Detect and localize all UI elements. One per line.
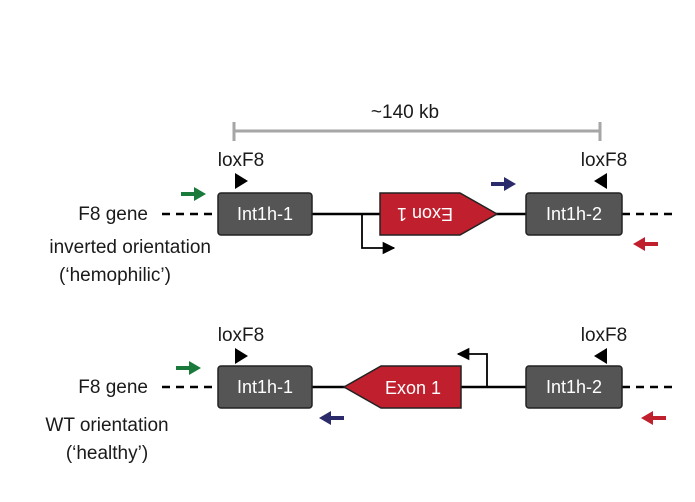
phenotype-label: (‘hemophilic’) bbox=[59, 265, 171, 286]
transcription-start-arrow bbox=[456, 347, 488, 387]
red-primer-arrow bbox=[633, 237, 658, 251]
loxf8-right-label: loxF8 bbox=[581, 325, 627, 346]
int1h-2-label: Int1h-2 bbox=[546, 377, 602, 397]
gene-label: F8 gene bbox=[78, 204, 148, 225]
phenotype-label: (‘healthy’) bbox=[66, 443, 148, 464]
exon-1-box-inverted bbox=[379, 192, 499, 236]
int1h-1-box bbox=[217, 192, 313, 236]
scale-bar-label: ~140 kb bbox=[371, 102, 439, 123]
panel-wt: loxF8 loxF8 F8 gene WT orientation (‘hea… bbox=[45, 325, 672, 464]
exon-1-label: Exon 1 bbox=[385, 378, 441, 398]
int1h-1-label: Int1h-1 bbox=[237, 377, 293, 397]
int1h-1-label: Int1h-1 bbox=[237, 204, 293, 224]
green-primer-arrow bbox=[181, 187, 206, 201]
navy-primer-arrow bbox=[491, 177, 516, 191]
loxf8-left-triangle bbox=[235, 348, 248, 364]
gene-label: F8 gene bbox=[78, 377, 148, 398]
loxf8-left-label: loxF8 bbox=[218, 150, 264, 171]
int1h-2-box bbox=[525, 365, 623, 409]
loxf8-right-triangle bbox=[594, 348, 607, 364]
loxf8-right-triangle bbox=[594, 173, 607, 189]
loxf8-right-label: loxF8 bbox=[581, 150, 627, 171]
panel-inverted: loxF8 loxF8 F8 gene inverted orientation… bbox=[49, 150, 672, 286]
scale-bar: ~140 kb bbox=[232, 102, 602, 141]
red-primer-arrow bbox=[641, 411, 666, 425]
orientation-label: inverted orientation bbox=[49, 237, 211, 258]
int1h-1-box bbox=[217, 365, 313, 409]
exon-1-box bbox=[342, 365, 462, 409]
loxf8-left-label: loxF8 bbox=[218, 325, 264, 346]
navy-primer-arrow bbox=[319, 411, 344, 425]
transcription-start-arrow bbox=[361, 214, 396, 255]
int1h-2-box bbox=[525, 192, 623, 236]
loxf8-left-triangle bbox=[235, 173, 248, 189]
orientation-label: WT orientation bbox=[45, 415, 168, 436]
exon-1-label-inverted: Exon 1 bbox=[397, 204, 453, 224]
green-primer-arrow bbox=[176, 361, 201, 375]
int1h-2-label: Int1h-2 bbox=[546, 204, 602, 224]
